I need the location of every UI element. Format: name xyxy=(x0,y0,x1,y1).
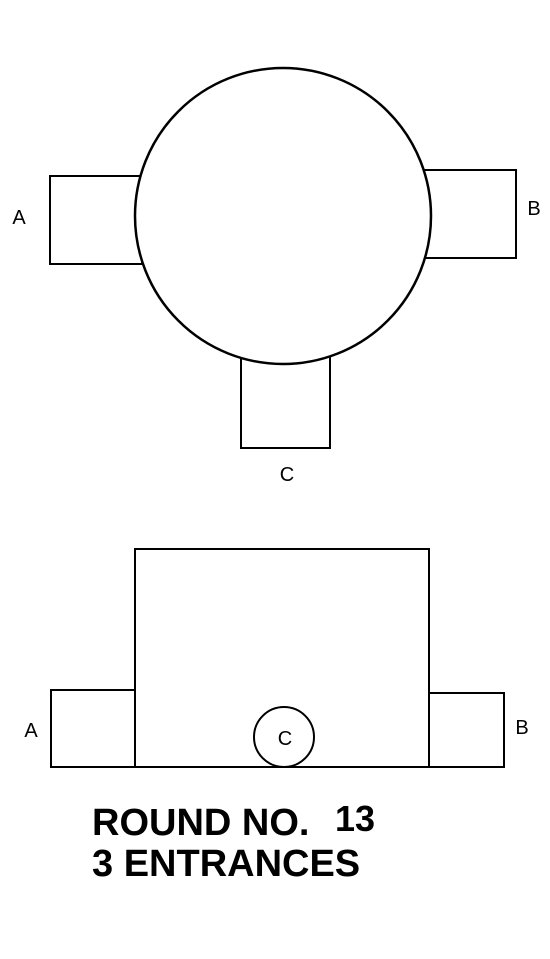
caption-line1: ROUND NO. xyxy=(92,802,309,844)
side-entrance-b xyxy=(428,692,505,768)
top-entrance-b xyxy=(423,169,517,259)
side-entrance-c xyxy=(253,706,315,768)
top-round-body xyxy=(133,66,433,366)
side-view: A B C xyxy=(24,548,529,768)
top-entrance-c xyxy=(240,349,331,449)
top-label-b: B xyxy=(527,198,540,220)
caption-number: 13 xyxy=(335,798,375,839)
side-entrance-a xyxy=(50,689,136,768)
top-label-c: C xyxy=(280,464,294,486)
side-label-b: B xyxy=(515,717,528,739)
side-label-c: C xyxy=(278,728,292,750)
side-label-a: A xyxy=(24,720,38,742)
caption: ROUND NO. 13 3 ENTRANCES xyxy=(92,798,375,885)
caption-line2: 3 ENTRANCES xyxy=(92,843,360,885)
top-label-a: A xyxy=(12,207,26,229)
top-view: A B C xyxy=(12,66,541,486)
top-entrance-a xyxy=(49,175,143,265)
